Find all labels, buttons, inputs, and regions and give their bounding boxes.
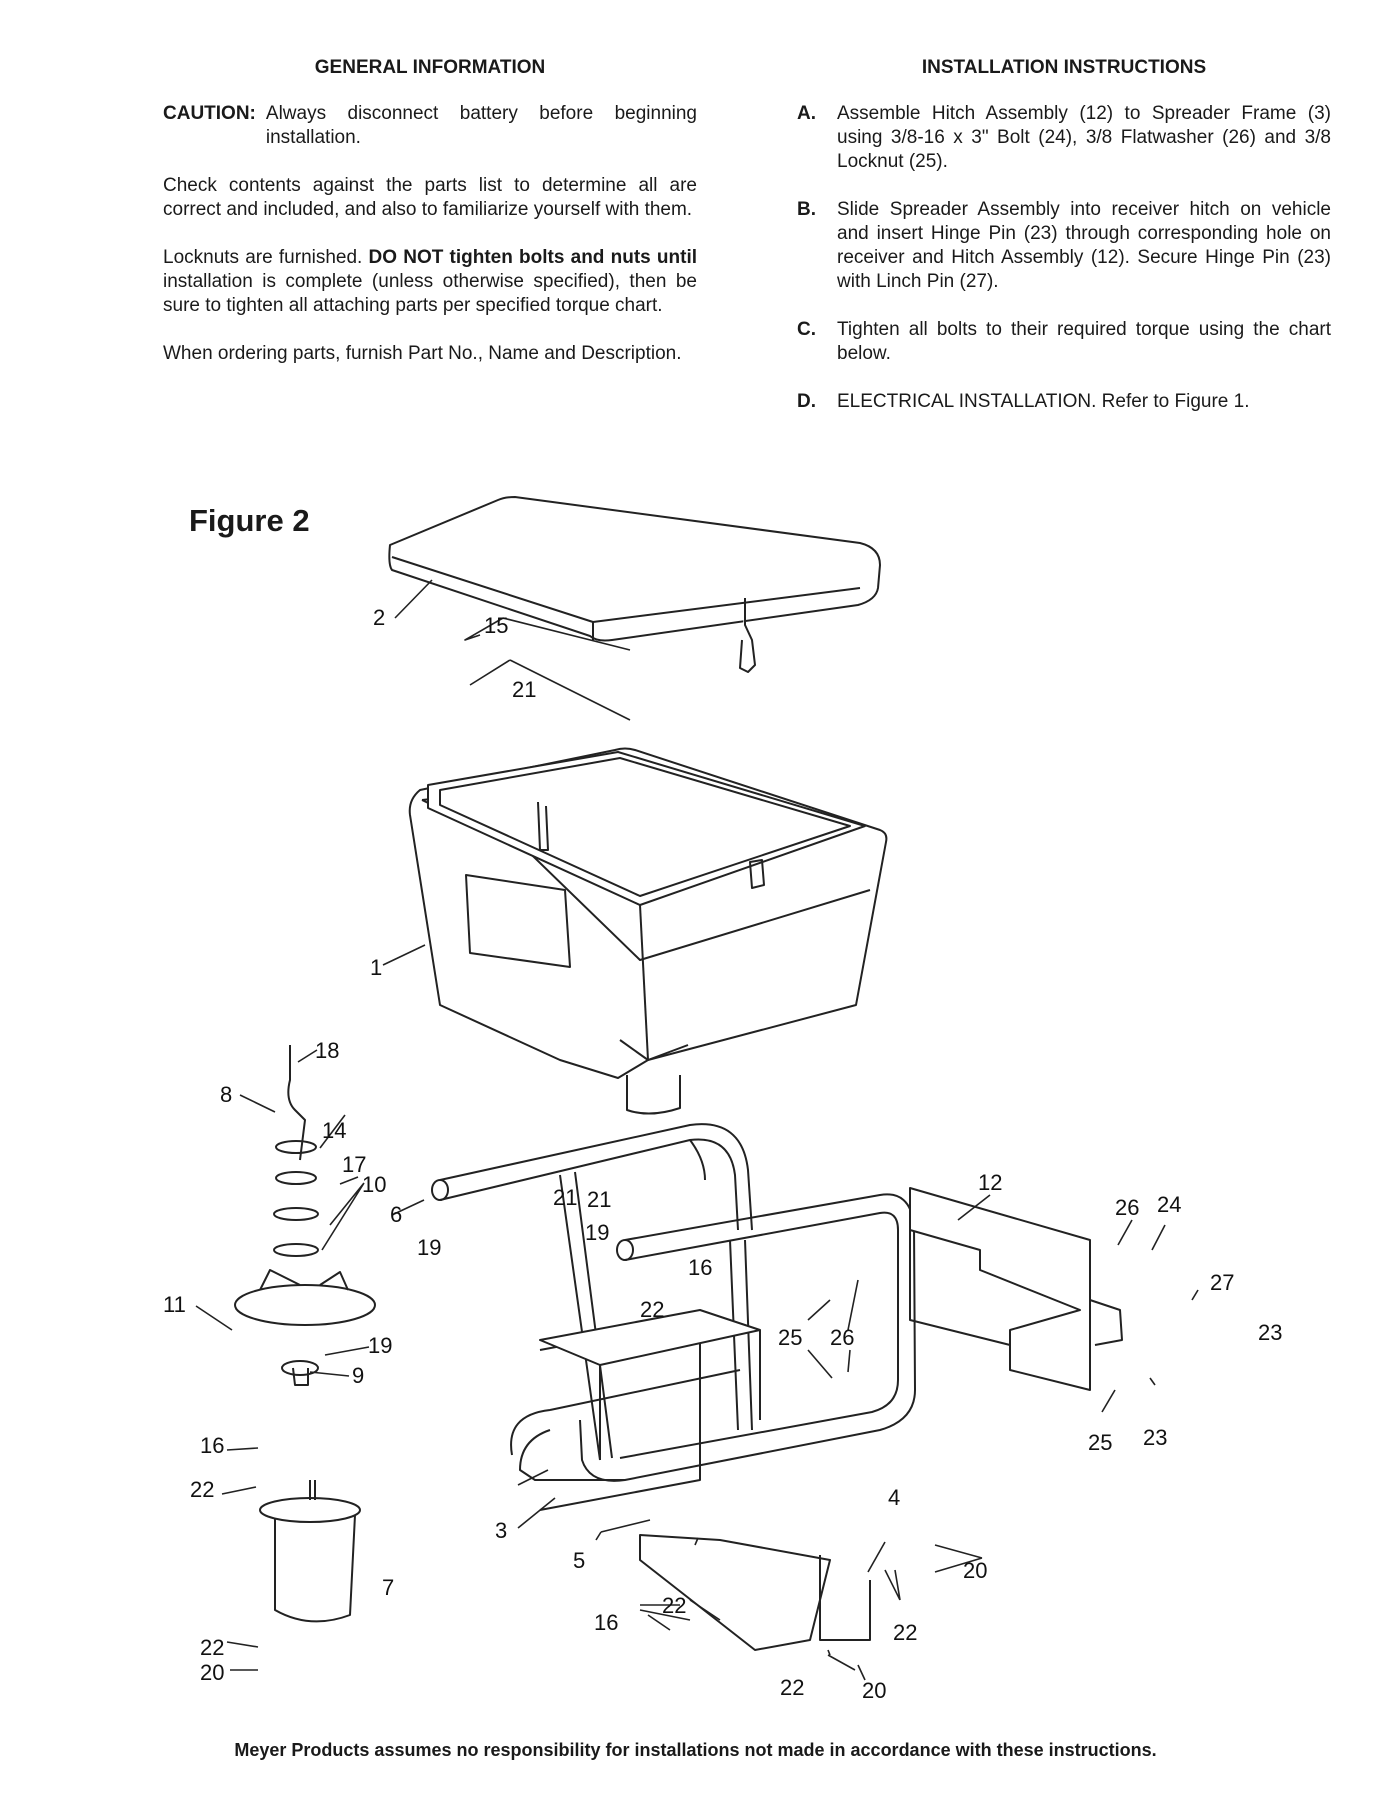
callout-number: 22 [190, 1477, 214, 1502]
callout-number: 26 [830, 1325, 854, 1350]
callout-number: 17 [342, 1152, 366, 1177]
general-information-heading: GENERAL INFORMATION [314, 57, 546, 78]
deflector-drawing [639, 1534, 871, 1651]
locknuts-paragraph: Locknuts are furnished. DO NOT tighten b… [163, 246, 697, 318]
step-d: D. ELECTRICAL INSTALLATION. Refer to Figu… [797, 390, 1331, 414]
spreader-frame-drawing [431, 1123, 916, 1511]
callout-number: 26 [1115, 1195, 1139, 1220]
callout-number: 1 [370, 955, 382, 980]
callout-number: 6 [390, 1202, 402, 1227]
callout-number: 12 [978, 1170, 1002, 1195]
callout-number: 20 [200, 1660, 224, 1685]
callout-number: 19 [417, 1235, 441, 1260]
callout-number: 16 [688, 1255, 712, 1280]
step-c: C. Tighten all bolts to their required to… [797, 318, 1331, 366]
hopper-body-drawing [408, 747, 888, 1115]
hitch-assembly-drawing [909, 1187, 1123, 1391]
figure-title: Figure 2 [189, 503, 310, 538]
callout-number: 25 [1088, 1430, 1112, 1455]
callout-number: 2 [373, 605, 385, 630]
callout-number: 22 [893, 1620, 917, 1645]
callout-number: 22 [640, 1297, 664, 1322]
step-text: Tighten all bolts to their required torq… [837, 319, 1331, 364]
callout-number: 16 [200, 1433, 224, 1458]
step-letter: B. [797, 199, 816, 220]
callout-number: 20 [963, 1558, 987, 1583]
check-contents-paragraph: Check contents against the parts list to… [163, 175, 697, 220]
locknuts-intro: Locknuts are furnished. [163, 247, 363, 268]
callout-number: 3 [495, 1518, 507, 1543]
caution-paragraph: CAUTION: Always disconnect battery befor… [163, 102, 697, 150]
callout-number: 27 [1210, 1270, 1234, 1295]
caution-label: CAUTION: [163, 103, 256, 124]
callout-number: 19 [368, 1333, 392, 1358]
step-b: B. Slide Spreader Assembly into receiver … [797, 198, 1331, 294]
callout-number: 21 [587, 1187, 611, 1212]
step-text: Assemble Hitch Assembly (12) to Spreader… [837, 103, 1331, 172]
liability-footer: Meyer Products assumes no responsibility… [234, 1740, 1157, 1760]
callout-number: 24 [1157, 1192, 1181, 1217]
step-a: A. Assemble Hitch Assembly (12) to Spread… [797, 102, 1331, 174]
callout-number: 19 [585, 1220, 609, 1245]
step-letter: D. [797, 391, 816, 412]
callout-number: 11 [163, 1292, 186, 1317]
callout-number: 23 [1143, 1425, 1167, 1450]
callout-number: 16 [594, 1610, 618, 1635]
callout-number: 18 [315, 1038, 339, 1063]
leader-lines [195, 579, 1199, 1681]
callout-number: 14 [322, 1118, 346, 1143]
locknuts-rest: installation is complete (unless otherwi… [163, 271, 697, 316]
step-text: Slide Spreader Assembly into receiver hi… [837, 199, 1331, 292]
step-letter: A. [797, 103, 816, 124]
caution-text: Always disconnect battery before beginni… [265, 103, 697, 148]
locknuts-warning: DO NOT tighten bolts and nuts until [368, 247, 697, 268]
callout-number: 20 [862, 1678, 886, 1703]
hopper-lid-drawing [388, 496, 881, 673]
callout-number: 8 [220, 1082, 232, 1107]
callout-number: 7 [382, 1575, 394, 1600]
callout-number: 22 [780, 1675, 804, 1700]
installation-instructions-column: INSTALLATION INSTRUCTIONS A. Assemble Hit… [797, 56, 1331, 438]
spinner-assembly-drawing [234, 1045, 376, 1386]
step-text: ELECTRICAL INSTALLATION. Refer to Figure… [837, 391, 1250, 412]
callout-number: 22 [200, 1635, 224, 1660]
motor-drawing [259, 1480, 361, 1623]
callout-number: 5 [573, 1548, 585, 1573]
installation-instructions-heading: INSTALLATION INSTRUCTIONS [921, 57, 1207, 78]
ordering-parts-paragraph: When ordering parts, furnish Part No., N… [163, 343, 682, 364]
general-information-column: GENERAL INFORMATION CAUTION: Always disc… [163, 56, 697, 390]
callout-number: 10 [362, 1172, 386, 1197]
callout-number: 21 [512, 677, 536, 702]
callout-number: 4 [888, 1485, 900, 1510]
callout-number: 21 [553, 1185, 577, 1210]
step-letter: C. [797, 319, 816, 340]
callout-number: 15 [484, 613, 508, 638]
callout-number: 23 [1258, 1320, 1282, 1345]
callout-number: 22 [662, 1593, 686, 1618]
callout-number: 9 [352, 1363, 364, 1388]
callout-number: 25 [778, 1325, 802, 1350]
